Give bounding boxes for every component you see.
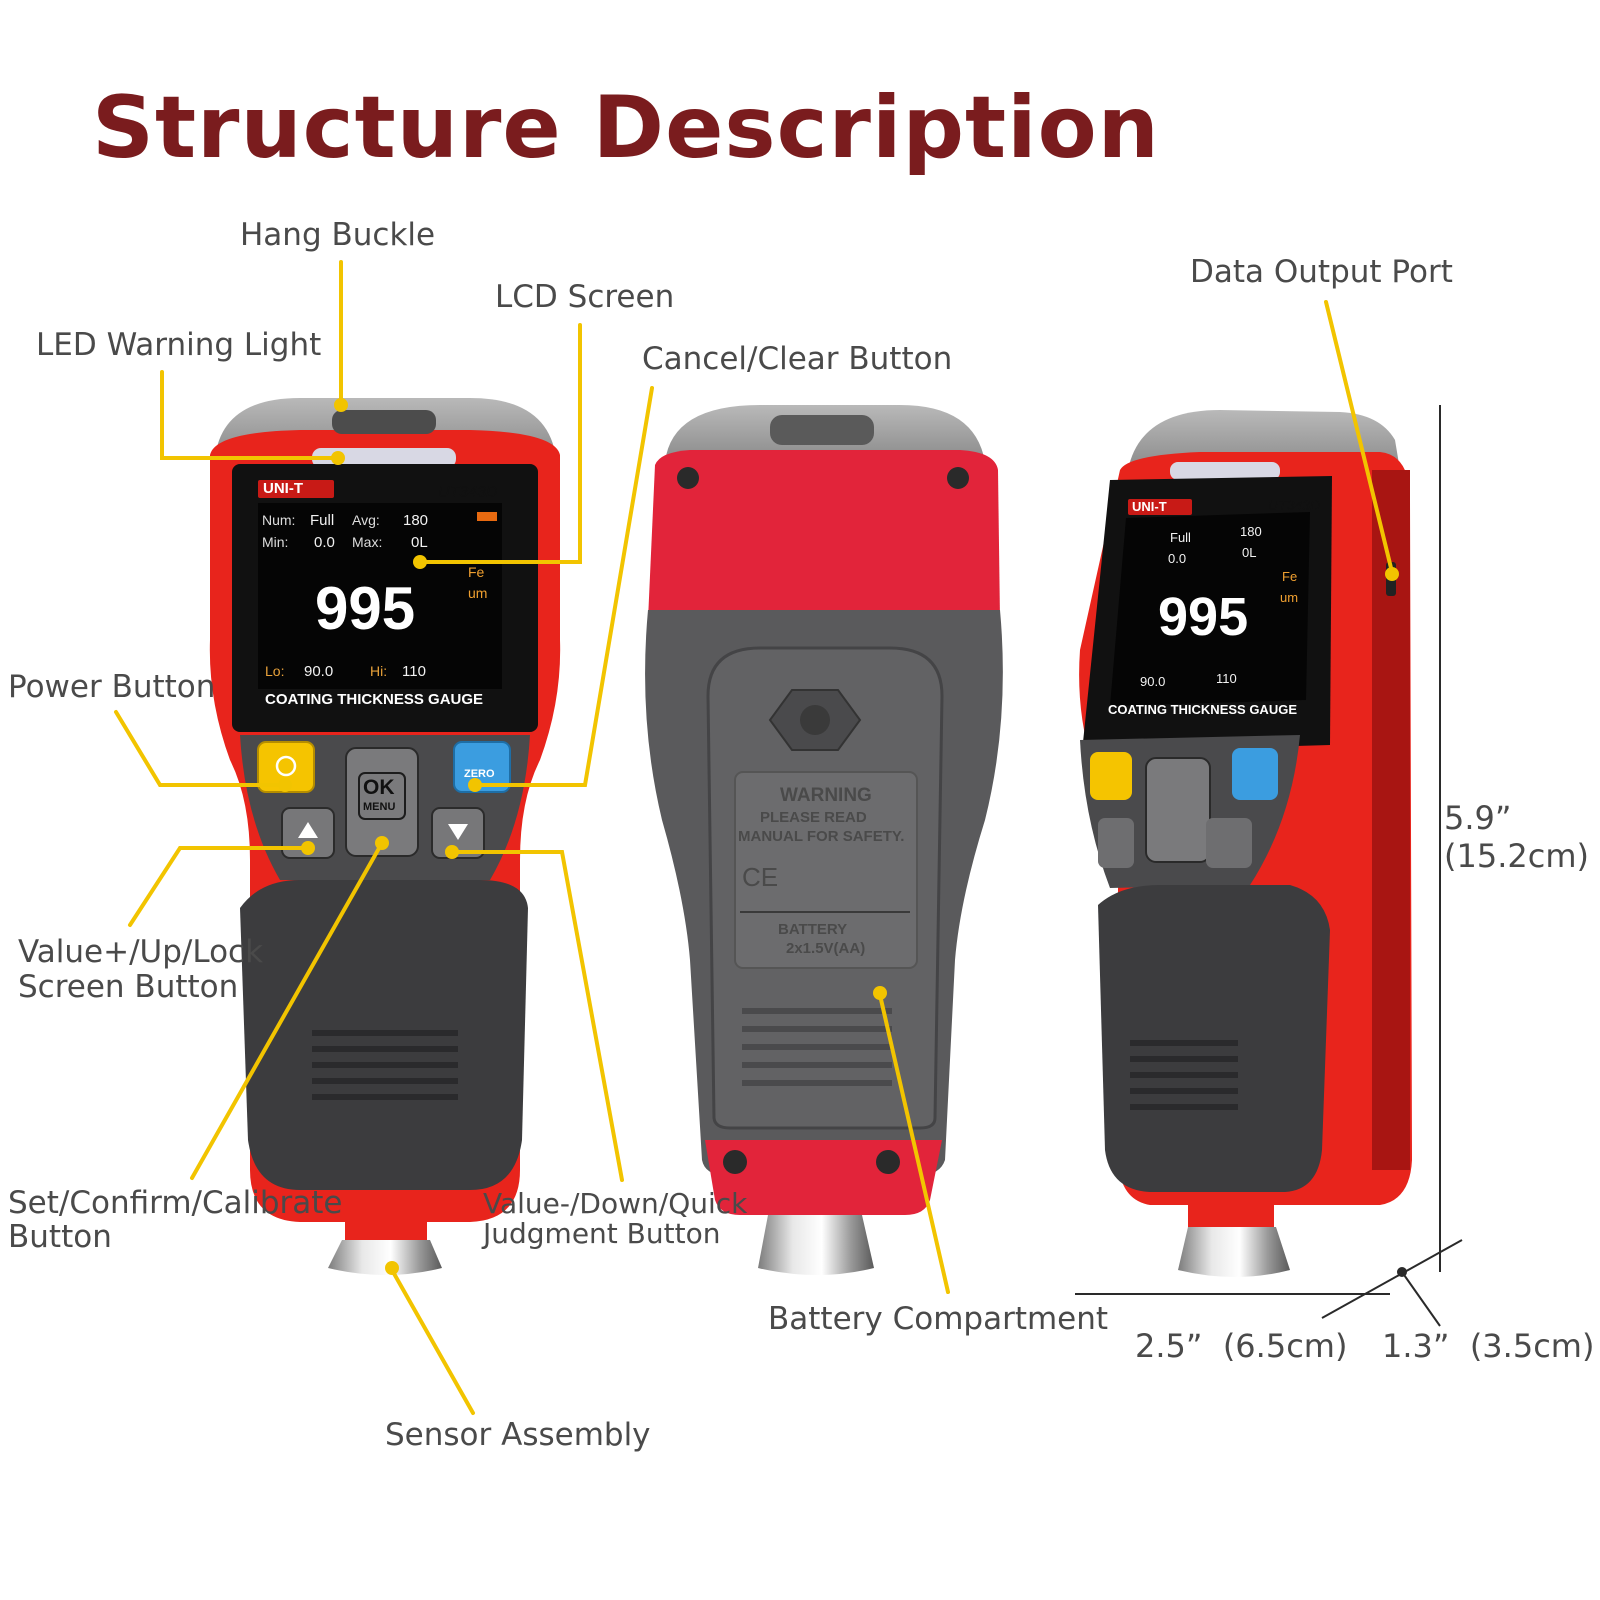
- lcd-min-value: 0.0: [314, 534, 335, 551]
- back-battery-title: BATTERY: [778, 921, 848, 938]
- back-sensor: [758, 1215, 874, 1275]
- lcd-max-value: 0L: [411, 534, 428, 551]
- side-model: UT343D: [1268, 497, 1321, 513]
- back-warning-title: WARNING: [780, 785, 872, 806]
- ok-key-face: [358, 772, 406, 820]
- side-lcd-screen: [1110, 512, 1310, 706]
- side-lcd-hi: 110: [1216, 671, 1237, 686]
- front-device: [209, 398, 561, 1275]
- label-hang-buckle: Hang Buckle: [240, 217, 436, 253]
- label-value-down-2: Judgment Button: [483, 1217, 721, 1250]
- battery-icon: [477, 512, 497, 521]
- side-power-button: [1090, 752, 1132, 800]
- side-lcd-mode: Fe: [1282, 569, 1298, 584]
- side-down-button: [1206, 818, 1252, 868]
- dimension-lines: [1075, 405, 1463, 1327]
- side-sensor: [1178, 1227, 1290, 1277]
- lcd-num-label: Num:: [262, 512, 296, 528]
- lcd-unit: um: [468, 585, 488, 601]
- side-caption: COATING THICKNESS GAUGE: [1108, 702, 1297, 717]
- power-button: [257, 741, 315, 793]
- label-data-output-port: Data Output Port: [1190, 254, 1453, 290]
- lcd-max-label: Max:: [352, 534, 383, 550]
- side-lcd-avg: 180: [1240, 524, 1262, 539]
- side-grip: [1098, 885, 1330, 1192]
- lcd-avg-label: Avg:: [352, 512, 380, 528]
- label-battery-compartment: Battery Compartment: [768, 1301, 1109, 1337]
- front-speaker-grille: [312, 1030, 458, 1100]
- lcd-lo-value: 90.0: [304, 663, 334, 680]
- zero-label: ZERO: [464, 768, 495, 780]
- lcd-hi-label: Hi:: [370, 663, 388, 679]
- lcd-reading: 995: [315, 575, 416, 642]
- front-sensor-collar: [345, 1218, 427, 1240]
- back-red-top: [648, 450, 1000, 620]
- led-warning-light: [312, 448, 456, 468]
- back-ce-mark: CE: [742, 862, 779, 892]
- page-title: Structure Description: [92, 78, 1160, 178]
- back-device: [645, 405, 1003, 1275]
- side-grille: [1130, 1040, 1238, 1110]
- label-set-confirm-1: Set/Confirm/Calibrate: [8, 1185, 343, 1221]
- side-led-light: [1170, 462, 1280, 480]
- label-cancel-clear-button: Cancel/Clear Button: [642, 341, 953, 377]
- leader-lines: [114, 260, 1394, 1415]
- side-ok-button: [1145, 757, 1211, 863]
- front-brand-badge: [258, 480, 334, 498]
- side-lcd-unit: um: [1280, 590, 1299, 605]
- up-arrow-icon: [298, 822, 318, 838]
- lcd-mode: Fe: [468, 564, 485, 580]
- side-lcd-max: 0L: [1242, 545, 1257, 560]
- side-brand: UNI-T: [1132, 499, 1167, 514]
- power-icon: [275, 755, 297, 777]
- side-lcd-num: Full: [1170, 530, 1191, 545]
- zero-button: [453, 741, 511, 793]
- side-lcd-lo: 90.0: [1140, 674, 1166, 689]
- side-lcd-reading: 995: [1158, 587, 1249, 647]
- leader-dots: [278, 398, 1399, 1275]
- lcd-min-label: Min:: [262, 534, 289, 550]
- back-warning-line-1: PLEASE READ: [760, 809, 867, 826]
- lcd-hi-value: 110: [402, 663, 426, 680]
- side-brand-badge: [1128, 499, 1192, 515]
- back-battery-spec: 2x1.5V(AA): [786, 940, 866, 957]
- back-grille: [742, 1008, 892, 1086]
- dimension-height-inches: 5.9”: [1444, 799, 1512, 837]
- side-up-button: [1098, 818, 1134, 868]
- ok-label: OK: [363, 776, 395, 799]
- label-value-up-lock-1: Value+/Up/Lock: [18, 934, 264, 970]
- lcd-num-value: Full: [310, 512, 335, 529]
- dimension-width: 2.5” (6.5cm): [1135, 1327, 1348, 1365]
- label-power-button: Power Button: [8, 669, 216, 705]
- dimension-height-cm: (15.2cm): [1444, 837, 1589, 875]
- label-lcd-screen: LCD Screen: [495, 279, 675, 315]
- side-lcd-min: 0.0: [1168, 551, 1187, 566]
- side-zero-button: [1232, 748, 1278, 800]
- side-device: [1079, 410, 1412, 1277]
- label-value-down-1: Value-/Down/Quick: [483, 1187, 748, 1220]
- lcd-lo-label: Lo:: [265, 663, 285, 679]
- front-model: UT343D: [438, 484, 498, 501]
- hang-buckle-slot: [332, 410, 436, 434]
- back-warning-line-2: MANUAL FOR SAFETY.: [738, 828, 905, 845]
- dimension-depth: 1.3” (3.5cm): [1382, 1327, 1595, 1365]
- back-info-panel: [734, 771, 918, 969]
- down-arrow-icon: [448, 824, 468, 840]
- label-set-confirm-2: Button: [8, 1219, 112, 1255]
- menu-label: MENU: [363, 801, 396, 813]
- ok-menu-button: [345, 747, 419, 857]
- back-hang-slot: [770, 415, 874, 445]
- label-value-up-lock-2: Screen Button: [18, 969, 239, 1005]
- front-brand: UNI-T: [263, 480, 303, 497]
- label-led-warning-light: LED Warning Light: [36, 327, 322, 363]
- lcd-screen: [258, 503, 502, 689]
- sensor-assembly: [328, 1240, 442, 1275]
- lcd-avg-value: 180: [403, 512, 429, 529]
- front-caption: COATING THICKNESS GAUGE: [265, 691, 484, 708]
- label-sensor-assembly: Sensor Assembly: [385, 1417, 651, 1453]
